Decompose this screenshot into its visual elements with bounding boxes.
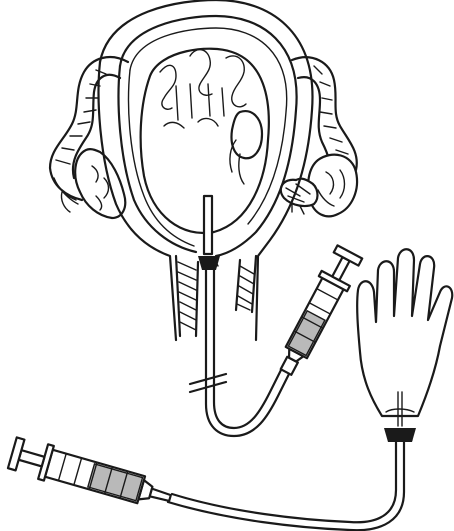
- catheter-tube-lower: [168, 442, 404, 530]
- catheter-tube-upper: [190, 270, 290, 436]
- syringe-upper: [272, 244, 364, 379]
- glove-balloon: [357, 249, 452, 442]
- syringe-lower: [7, 435, 175, 515]
